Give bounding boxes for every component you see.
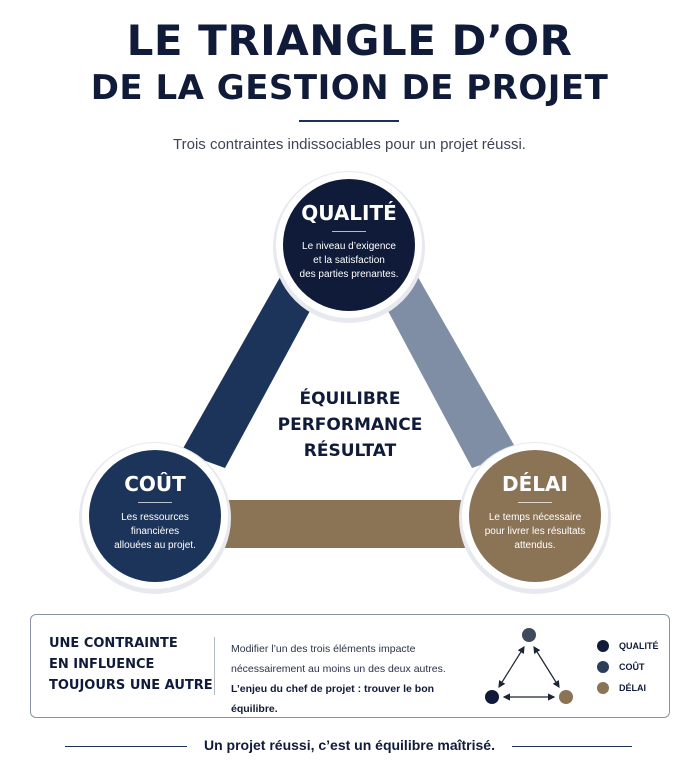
mini-cout-dot xyxy=(485,690,499,704)
cout-desc-1: Les ressources xyxy=(121,512,189,523)
mini-qualite-dot xyxy=(522,628,536,642)
legend-item-qualite: QUALITÉ xyxy=(597,635,659,656)
delai-circle xyxy=(469,450,601,582)
legend-dot-delai xyxy=(597,681,609,694)
center-line-3: RÉSULTAT xyxy=(303,441,397,461)
subtitle: Trois contraintes indissociables pour un… xyxy=(173,136,526,153)
info-box-separator xyxy=(214,637,215,695)
delai-title: DÉLAI xyxy=(502,472,568,496)
info-title-3: TOUJOURS UNE AUTRE xyxy=(49,678,213,693)
center-text: ÉQUILIBRE PERFORMANCE RÉSULTAT xyxy=(250,386,450,464)
qualite-desc-2: et la satisfaction xyxy=(313,255,385,266)
center-line-1: ÉQUILIBRE xyxy=(299,389,401,409)
qualite-desc-3: des parties prenantes. xyxy=(299,269,399,280)
legend-label-cout: COÛT xyxy=(619,661,645,672)
legend-label-qualite: QUALITÉ xyxy=(619,640,659,651)
info-text-3: L’enjeu du chef de projet : trouver le b… xyxy=(231,683,435,715)
legend-dot-cout xyxy=(597,660,609,673)
arrow-qualite-cout xyxy=(498,645,525,689)
cout-circle xyxy=(89,450,221,582)
info-box-title: UNE CONTRAINTE EN INFLUENCE TOUJOURS UNE… xyxy=(49,633,219,696)
title-divider xyxy=(299,120,399,122)
qualite-underline xyxy=(332,231,366,232)
delai-node: DÉLAI Le temps nécessaire pour livrer le… xyxy=(466,472,604,553)
side-cout-delai xyxy=(212,500,480,548)
side-qualite-cout xyxy=(181,272,318,468)
qualite-desc-1: Le niveau d’exigence xyxy=(302,241,396,252)
info-text-1: Modifier l’un des trois éléments impacte xyxy=(231,643,416,655)
legend-dot-qualite xyxy=(597,639,609,652)
qualite-description: Le niveau d’exigence et la satisfaction … xyxy=(284,240,414,282)
triangle-diagram xyxy=(79,171,611,594)
title-line-1: LE TRIANGLE D’OR xyxy=(126,16,573,65)
info-box-text: Modifier l’un des trois éléments impacte… xyxy=(231,639,481,719)
qualite-node: QUALITÉ Le niveau d’exigence et la satis… xyxy=(284,201,414,282)
legend: QUALITÉ COÛT DÉLAI xyxy=(597,635,659,698)
delai-desc-2: pour livrer les résultats xyxy=(484,526,586,537)
delai-desc-3: attendus. xyxy=(514,540,556,551)
info-box: UNE CONTRAINTE EN INFLUENCE TOUJOURS UNE… xyxy=(30,614,670,718)
side-qualite-delai xyxy=(380,272,518,468)
title-line-2: DE LA GESTION DE PROJET xyxy=(90,68,609,108)
footer-line-right xyxy=(512,746,632,747)
footer-line-left xyxy=(65,746,187,747)
qualite-circle xyxy=(283,179,415,311)
mini-delai-dot xyxy=(559,690,573,704)
mini-triangle-diagram xyxy=(485,628,573,704)
footer-text: Un projet réussi, c’est un équilibre maî… xyxy=(204,737,495,753)
qualite-title: QUALITÉ xyxy=(301,201,397,225)
legend-item-delai: DÉLAI xyxy=(597,677,659,698)
info-title-1: UNE CONTRAINTE xyxy=(49,636,178,651)
center-line-2: PERFORMANCE xyxy=(277,415,423,435)
cout-underline xyxy=(138,502,172,503)
info-title-2: EN INFLUENCE xyxy=(49,657,155,672)
info-text-2: nécessairement au moins un des deux autr… xyxy=(231,663,446,675)
cout-desc-3: allouées au projet. xyxy=(114,540,196,551)
delai-desc-1: Le temps nécessaire xyxy=(488,512,582,523)
cout-desc-2: financières xyxy=(130,526,180,537)
cout-description: Les ressources financières allouées au p… xyxy=(90,511,220,553)
cout-title: COÛT xyxy=(124,472,186,496)
legend-item-cout: COÛT xyxy=(597,656,659,677)
delai-underline xyxy=(518,502,552,503)
arrow-qualite-delai xyxy=(533,645,560,689)
cout-node: COÛT Les ressources financières allouées… xyxy=(90,472,220,553)
legend-label-delai: DÉLAI xyxy=(619,682,646,693)
delai-description: Le temps nécessaire pour livrer les résu… xyxy=(466,511,604,553)
